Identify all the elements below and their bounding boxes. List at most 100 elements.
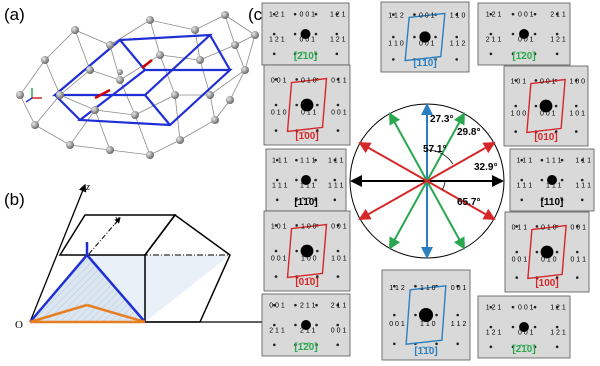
miller-index-label: 0 0 1 <box>518 36 534 43</box>
angle-label: 32.9° <box>474 162 497 173</box>
miller-index-label: 1 2 1 <box>550 36 566 43</box>
diffraction-pattern-tile: 0 0 1 2 1 1 2 1 1 2 1 1 2 1 1 0 0 1 [1̄2̄0] <box>261 293 351 357</box>
atoms <box>16 11 259 159</box>
angle-label: 57.1° <box>423 144 446 155</box>
zone-axis-label: [1̄1̄0] <box>294 197 317 208</box>
miller-index-label: 1 2 1 <box>486 12 502 19</box>
miller-index-label: 0 1 0 <box>271 110 287 117</box>
miller-index-label: 0 0 1 <box>419 12 435 19</box>
miller-index-label: 1 1 1 <box>575 182 591 189</box>
miller-index-label: 2 1 1 <box>486 36 502 43</box>
miller-index-label: 1 1 1 <box>328 182 344 189</box>
zone-axis-label: [01̄0] <box>295 277 318 288</box>
zone-axis-label: [1̄1̄0] <box>414 346 437 357</box>
miller-index-label: 1 2 1 <box>330 12 346 19</box>
panel-a: (a) <box>4 5 259 159</box>
miller-index-label: 0 1 1 <box>512 225 528 232</box>
diffraction-pattern-tile: 1 2 1 0 0 1 2 1 1 2 1 1 0 0 1 1 2 1 [1̄20] <box>477 2 571 66</box>
miller-index-label: 1 1 1 <box>575 158 591 165</box>
miller-index-label: 1 1 1 <box>517 158 533 165</box>
miller-index-label: 1 0 1 <box>271 224 287 231</box>
miller-index-label: 1 2 1 <box>269 36 285 43</box>
angle-label: 29.8° <box>457 127 480 138</box>
origin-label: O <box>15 319 23 331</box>
angle-label: 27.3° <box>430 114 453 125</box>
miller-index-label: 0 0 1 <box>300 12 316 19</box>
miller-index-label: 0 0 1 <box>331 224 347 231</box>
miller-index-label: 1 1 0 <box>388 40 404 47</box>
miller-index-label: 1 2 1 <box>269 12 285 19</box>
miller-index-label: 1 0 1 <box>331 256 347 263</box>
orientation-triad <box>25 88 42 103</box>
diffraction-patterns: 1 2 1 0 0 1 1 2 1 1 2 1 0 0 1 1 2 1 [2̄10] 1 1 … <box>261 1 595 361</box>
miller-index-label: 1 1 1 <box>272 158 288 165</box>
miller-index-label: 0 0 1 <box>518 12 534 19</box>
cell-box <box>58 213 231 323</box>
miller-index-label: 1 1 0 <box>450 12 466 19</box>
angle-label: 65.7° <box>457 197 480 208</box>
zone-axis-label: [2̄10] <box>294 51 317 62</box>
miller-index-label: 0 0 1 <box>331 327 347 334</box>
miller-index-label: 2 1 1 <box>550 12 566 19</box>
miller-index-label: 1 1 2 <box>388 12 404 19</box>
unit-cell-outline <box>51 33 233 127</box>
miller-index-label: 1 0 1 <box>511 79 527 86</box>
miller-index-label: 0 0 1 <box>540 79 556 86</box>
miller-index-label: 1 1 1 <box>546 182 562 189</box>
miller-index-label: 0 0 1 <box>518 305 534 312</box>
miller-index-label: 0 1 0 <box>541 225 557 232</box>
miller-index-label: 0 0 1 <box>269 303 285 310</box>
diffraction-pattern-tile: 1 2 1 0 0 1 1 2 1 1 2 1 0 0 1 1 2 1 [2̄10] <box>261 2 350 66</box>
z-axis-label: z <box>85 182 90 193</box>
miller-index-label: 0 0 1 <box>518 329 534 336</box>
zone-axis-label: [100] <box>535 278 558 289</box>
miller-index-label: 1 1 0 <box>420 321 436 328</box>
miller-index-label: 0 0 1 <box>271 256 287 263</box>
miller-index-label: 1 2 1 <box>486 305 502 312</box>
y-axis-label: y <box>114 214 120 225</box>
miller-index-label: 1 0 0 <box>301 256 317 263</box>
base-plane-back <box>87 255 230 322</box>
panel-b: (b) x y z O <box>4 182 294 343</box>
miller-index-label: 2 1 1 <box>269 327 285 334</box>
miller-index-label: 0 0 1 <box>271 78 287 85</box>
miller-index-label: 1 0 0 <box>569 79 585 86</box>
zone-axis-label: [110] <box>541 197 564 208</box>
zone-axis-label: [1̄2̄0] <box>294 342 317 353</box>
miller-index-label: 0 0 1 <box>389 321 405 328</box>
miller-index-label: 2 1 1 <box>300 303 316 310</box>
miller-index-label: 1 2 1 <box>550 329 566 336</box>
plane-edges <box>29 242 146 324</box>
zone-axis-label: [010] <box>534 132 557 143</box>
miller-index-label: 0 0 1 <box>300 36 316 43</box>
miller-index-label: 1 1 1 <box>300 158 316 165</box>
miller-index-label: 1 1 1 <box>300 182 316 189</box>
miller-index-label: 2 1 1 <box>331 303 347 310</box>
diffraction-pattern-tile: 1 0 1 1 0 0 0 0 1 0 0 1 1 0 0 1 0 1 [01̄0] <box>263 210 351 292</box>
miller-index-label: 1 1 1 <box>272 182 288 189</box>
zone-axis-label: [1̄20] <box>512 51 535 62</box>
zone-axis-label: [1̄10] <box>413 58 436 69</box>
miller-index-label: 2 1 1 <box>300 327 316 334</box>
miller-index-label: 1 2 1 <box>486 329 502 336</box>
miller-index-label: 0 0 1 <box>419 40 435 47</box>
direction-wheel: 27.3° 29.8° 57.1° 32.9° 65.7° <box>349 103 505 259</box>
miller-index-label: 1 0 0 <box>301 224 317 231</box>
miller-index-label: 1 2 1 <box>330 36 346 43</box>
miller-index-label: 0 1 1 <box>570 257 586 264</box>
miller-index-label: 1 1 1 <box>517 182 533 189</box>
highlight-vectors <box>94 59 153 100</box>
miller-index-label: 0 1 1 <box>301 110 317 117</box>
crystal-structure-model <box>19 14 256 156</box>
miller-index-label: 1 0 1 <box>569 111 585 118</box>
panel-a-label: (a) <box>4 5 25 24</box>
miller-index-label: 0 1 0 <box>301 78 317 85</box>
